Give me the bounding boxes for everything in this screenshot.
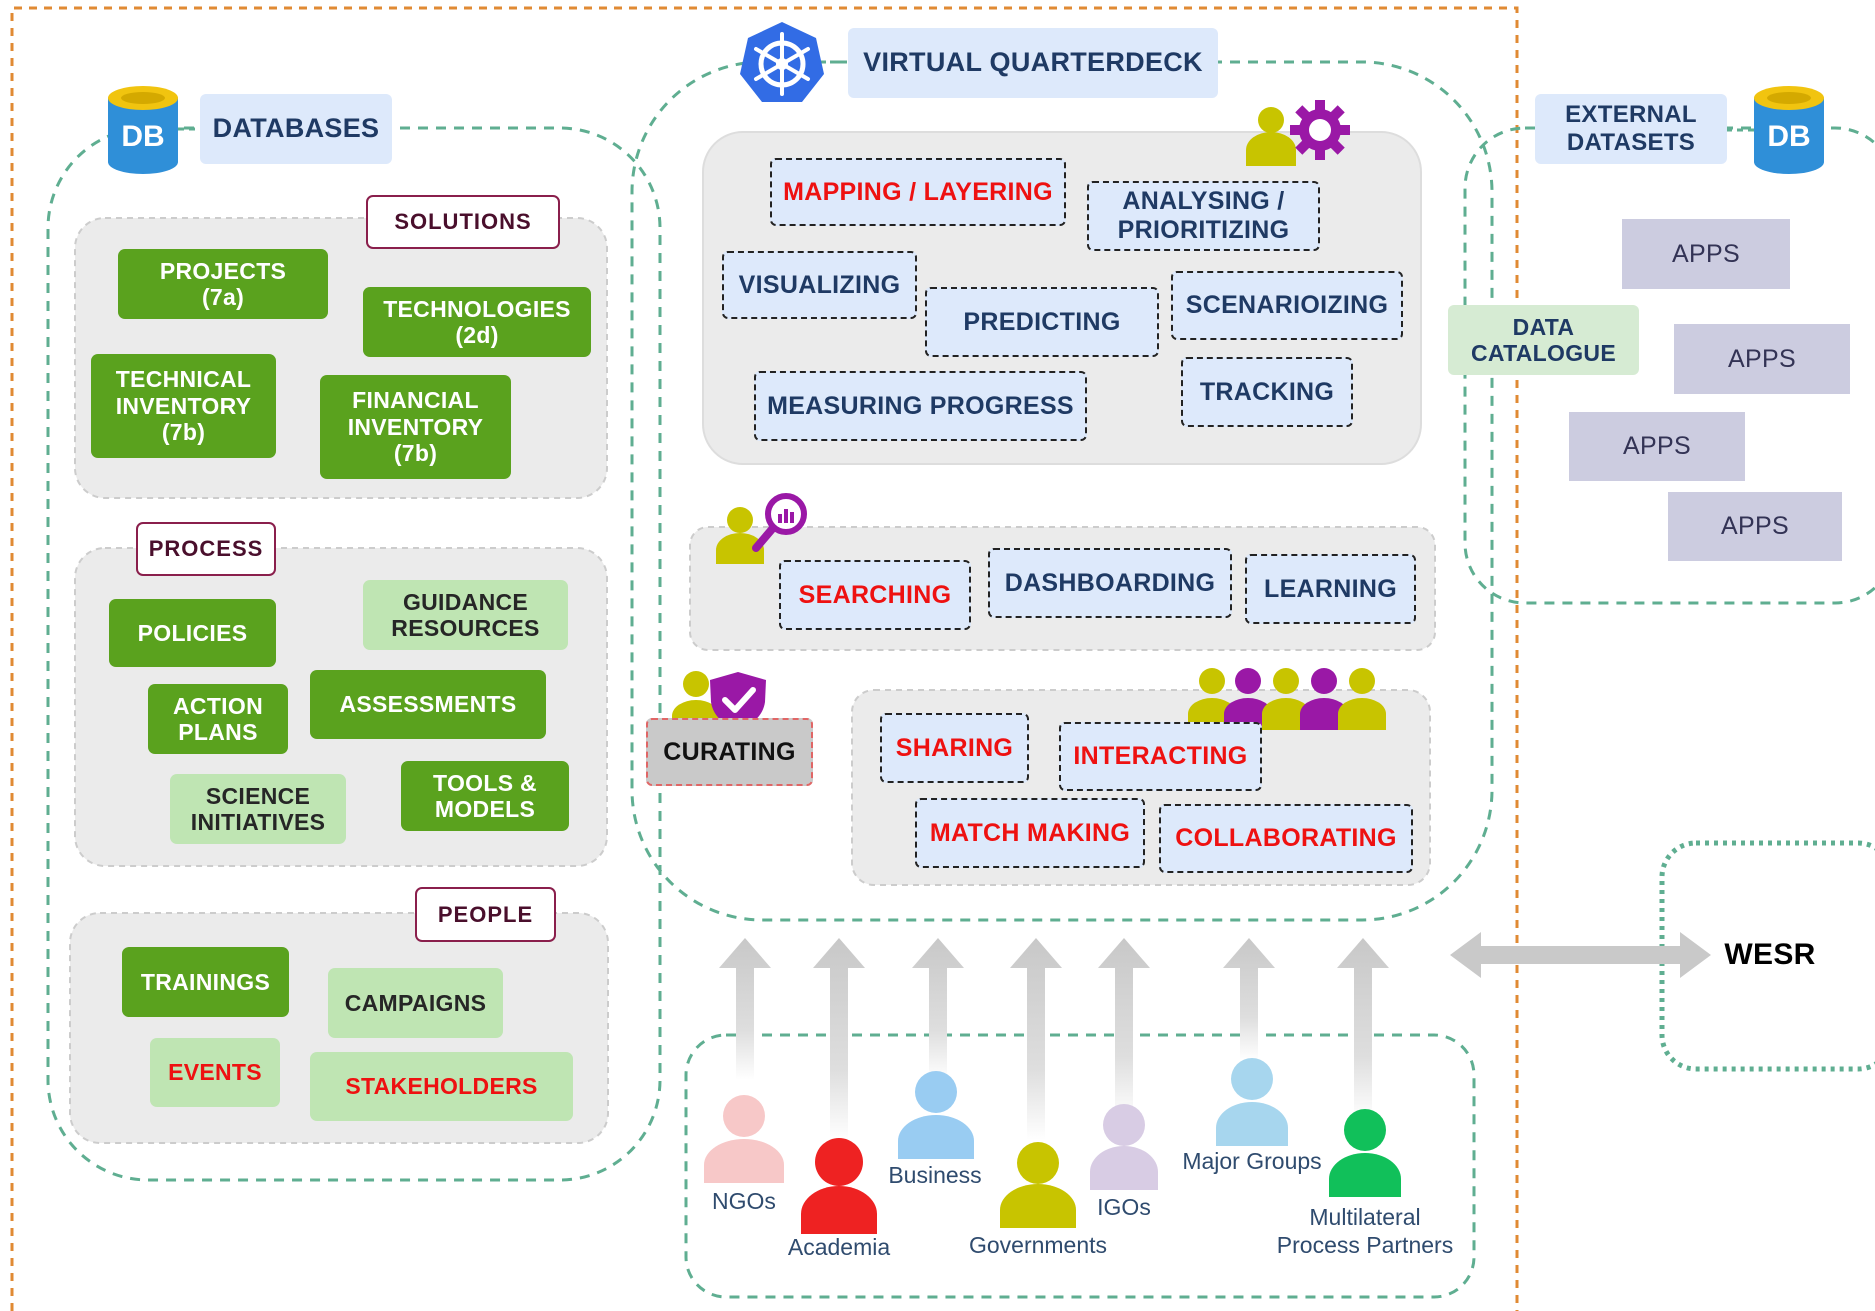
apps-box: APPS bbox=[1674, 324, 1850, 394]
data-catalogue: DATA CATALOGUE bbox=[1448, 305, 1639, 375]
database-icon: DB bbox=[108, 86, 178, 174]
kubernetes-helm-icon bbox=[740, 22, 824, 102]
capability-sharing: SHARING bbox=[880, 713, 1029, 783]
process-item: POLICIES bbox=[109, 599, 276, 667]
databases-title: DATABASES bbox=[200, 94, 392, 164]
capability-measuring-progress: MEASURING PROGRESS bbox=[754, 371, 1087, 441]
capability-visualizing: VISUALIZING bbox=[722, 251, 917, 319]
apps-box: APPS bbox=[1569, 412, 1745, 481]
group-people-icon bbox=[1188, 668, 1386, 730]
up-arrow bbox=[1098, 938, 1150, 1120]
person-icon bbox=[1000, 1142, 1076, 1228]
solutions-item: TECHNICAL INVENTORY (7b) bbox=[91, 354, 276, 458]
quarterdeck-title: VIRTUAL QUARTERDECK bbox=[848, 28, 1218, 98]
wesr-double-arrow bbox=[1450, 932, 1711, 978]
up-arrow bbox=[719, 938, 771, 1080]
process-item: GUIDANCE RESOURCES bbox=[363, 580, 568, 650]
process-item: ASSESSMENTS bbox=[310, 670, 546, 739]
curating-box: CURATING bbox=[646, 718, 813, 786]
stakeholder-label: Governments bbox=[968, 1232, 1108, 1258]
up-arrow bbox=[912, 938, 964, 1080]
capability-searching: SEARCHING bbox=[779, 560, 971, 630]
person-search-icon bbox=[716, 493, 807, 564]
people-tag: PEOPLE bbox=[415, 887, 556, 942]
stakeholder-label: IGOs bbox=[1097, 1194, 1151, 1220]
process-item: TOOLS & MODELS bbox=[401, 761, 569, 831]
apps-box: APPS bbox=[1622, 219, 1790, 289]
up-arrow bbox=[1223, 938, 1275, 1060]
person-icon bbox=[1329, 1109, 1401, 1197]
quarterdeck-container bbox=[630, 60, 1494, 922]
capability-match-making: MATCH MAKING bbox=[915, 798, 1145, 868]
capability-tracking: TRACKING bbox=[1181, 357, 1353, 427]
capability-mapping: MAPPING / LAYERING bbox=[770, 158, 1066, 226]
database-icon: DB bbox=[1754, 86, 1824, 174]
capability-learning: LEARNING bbox=[1245, 554, 1416, 624]
solutions-tag: SOLUTIONS bbox=[366, 195, 560, 249]
stakeholder-label: NGOs bbox=[712, 1188, 776, 1214]
person-gear-icon bbox=[1246, 100, 1350, 166]
db-icon-text: DB bbox=[121, 120, 164, 153]
stakeholder-label: Multilateral Process Partners bbox=[1276, 1204, 1454, 1258]
external-datasets-title: EXTERNAL DATASETS bbox=[1535, 94, 1727, 164]
people-item: CAMPAIGNS bbox=[328, 968, 503, 1038]
stakeholder-label: Major Groups bbox=[1182, 1148, 1322, 1174]
stakeholders-container bbox=[684, 1033, 1476, 1299]
capability-scenarioizing: SCENARIOIZING bbox=[1171, 271, 1403, 340]
up-arrow bbox=[813, 938, 865, 1140]
platform-boundary bbox=[10, 6, 1519, 1311]
upward-arrows bbox=[719, 938, 1389, 1140]
wesr-label: WESR bbox=[1724, 937, 1816, 971]
capability-interacting: INTERACTING bbox=[1059, 722, 1262, 791]
capability-predicting: PREDICTING bbox=[925, 287, 1159, 357]
solutions-item: PROJECTS (7a) bbox=[118, 249, 328, 319]
capability-analysing: ANALYSING / PRIORITIZING bbox=[1087, 181, 1320, 251]
person-icon bbox=[1216, 1058, 1288, 1146]
solutions-item: FINANCIAL INVENTORY (7b) bbox=[320, 375, 511, 479]
up-arrow bbox=[1010, 938, 1062, 1140]
stakeholder-label: Business bbox=[888, 1162, 982, 1188]
stakeholder-label: Academia bbox=[787, 1234, 891, 1260]
external-container bbox=[1463, 126, 1875, 605]
process-item: ACTION PLANS bbox=[148, 684, 288, 754]
people-item: EVENTS bbox=[150, 1038, 280, 1107]
people-item: STAKEHOLDERS bbox=[310, 1052, 573, 1121]
db-icon-text: DB bbox=[1767, 120, 1810, 153]
up-arrow bbox=[1337, 938, 1389, 1120]
person-icon bbox=[801, 1138, 877, 1234]
capability-dashboarding: DASHBOARDING bbox=[988, 548, 1232, 618]
process-item: SCIENCE INITIATIVES bbox=[170, 774, 346, 844]
person-icon bbox=[704, 1095, 784, 1183]
person-icon bbox=[1090, 1104, 1158, 1190]
solutions-item: TECHNOLOGIES (2d) bbox=[363, 287, 591, 357]
process-tag: PROCESS bbox=[136, 522, 276, 576]
apps-box: APPS bbox=[1668, 492, 1842, 561]
capability-collaborating: COLLABORATING bbox=[1159, 804, 1413, 873]
people-item: TRAININGS bbox=[122, 947, 289, 1017]
person-icon bbox=[898, 1071, 974, 1159]
